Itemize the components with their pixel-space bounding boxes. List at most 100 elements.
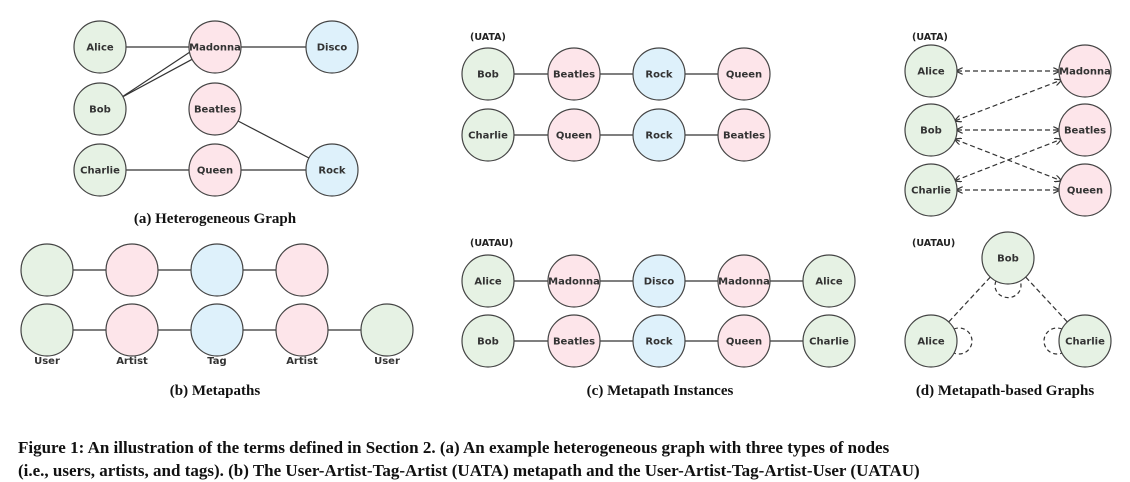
edge-bob-madonna [122,58,193,98]
node-label: Bob [477,337,499,348]
node-circle [188,143,242,197]
node-circle [275,303,329,357]
node-circle [904,163,958,217]
instance-node: Disco [632,254,686,308]
instance-node: Rock [632,47,686,101]
node-label: Charlie [1065,337,1105,348]
instance-node: Beatles [547,47,601,101]
metapath-node-user [20,243,74,297]
node-circle [1058,44,1112,98]
node-circle [190,243,244,297]
node-label: Alice [917,337,945,348]
node-circle [904,314,958,368]
node-label: Bob [920,126,942,137]
node-label: Madonna [548,277,600,288]
panel-a-caption: (a) Heterogeneous Graph [134,211,297,227]
node-label: Queen [1067,186,1103,197]
node-circle [802,314,856,368]
node-circle [1058,103,1112,157]
node-circle [360,303,414,357]
dashed-edge-bob-alice [948,276,991,323]
node-circle [904,44,958,98]
node-label: Queen [197,166,233,177]
node-label: Beatles [553,70,595,81]
node-beatles: Beatles [188,82,242,136]
metapath-node-artist [275,303,329,357]
self-loop-alice [953,327,973,355]
node-label: Queen [726,337,762,348]
node-circle [632,108,686,162]
metapath-node-user [360,303,414,357]
node-circle [1058,163,1112,217]
node-circle [461,47,515,101]
node-circle [1058,314,1112,368]
node-circle [632,47,686,101]
node-rock: Rock [305,143,359,197]
node-circle [547,254,601,308]
node-label: Alice [815,277,843,288]
metapath-tag: (UATAU) [470,238,513,249]
node-label: Beatles [723,131,765,142]
node-label: Alice [917,67,945,78]
node-type-label: Artist [116,356,148,367]
node-bob: Bob [981,231,1035,285]
node-beatles: Beatles [1058,103,1112,157]
node-circle [717,47,771,101]
edge-beatles-rock [237,120,310,159]
node-circle [20,243,74,297]
metapath-node-artist [105,243,159,297]
node-label: Queen [726,70,762,81]
node-label: Bob [89,105,111,116]
node-circle [632,314,686,368]
metapath-node-tag [190,303,244,357]
node-circle [188,20,242,74]
node-circle [275,243,329,297]
node-label: Madonna [189,43,241,54]
node-charlie: Charlie [1058,314,1112,368]
node-circle [632,254,686,308]
node-circle [73,82,127,136]
instance-node: Charlie [461,108,515,162]
metapath-tag: (UATA) [470,32,506,43]
node-alice: Alice [904,44,958,98]
node-label: Alice [86,43,114,54]
node-circle [190,303,244,357]
node-circle [305,143,359,197]
node-circle [105,243,159,297]
panel-c-caption: (c) Metapath Instances [587,383,734,399]
node-bob: Bob [73,82,127,136]
node-circle [461,314,515,368]
self-loop-charlie [1043,327,1063,355]
node-label: Bob [477,70,499,81]
node-circle [461,254,515,308]
metapath-node-user [20,303,74,357]
instance-node: Queen [717,47,771,101]
instance-node: Beatles [547,314,601,368]
node-type-label: Artist [286,356,318,367]
metapath-node-artist [105,303,159,357]
node-type-label: User [34,356,60,367]
instance-node: Rock [632,314,686,368]
instance-node: Rock [632,108,686,162]
panel-d-caption: (d) Metapath-based Graphs [916,383,1095,399]
node-type-label: Tag [207,356,226,367]
node-label: Madonna [718,277,770,288]
dashed-edge-bob-charlie [1025,276,1068,323]
node-label: Beatles [194,105,236,116]
node-circle [904,103,958,157]
node-circle [20,303,74,357]
node-charlie: Charlie [73,143,127,197]
instance-node: Charlie [802,314,856,368]
node-madonna: Madonna [1058,44,1112,98]
edge [121,49,194,98]
dashed-edge-charlie-beatles [955,139,1061,180]
instance-node: Bob [461,314,515,368]
node-circle [547,47,601,101]
instance-node: Bob [461,47,515,101]
instance-node: Alice [802,254,856,308]
node-label: Beatles [553,337,595,348]
node-circle [73,20,127,74]
node-label: Madonna [1059,67,1111,78]
panel-b-caption: (b) Metapaths [170,383,261,399]
